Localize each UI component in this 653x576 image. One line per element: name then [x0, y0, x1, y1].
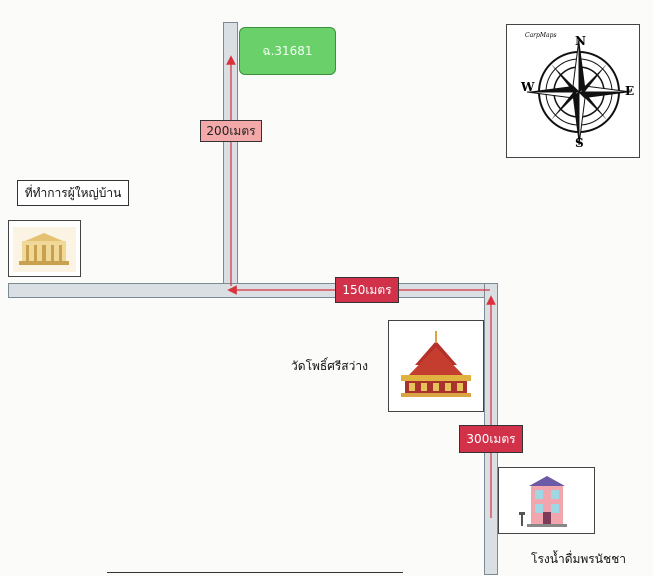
headman-office-label: ที่ทำการผู้ใหญ่บ้าน — [17, 180, 129, 206]
headman-office-picture — [8, 220, 81, 277]
compass-n: N — [575, 34, 586, 48]
compass-rose-icon: CarpMaps N S W E — [520, 32, 634, 150]
government-building-icon — [13, 227, 76, 272]
temple-label: วัดโพธิ์ศรีสว่าง — [291, 358, 368, 373]
water-factory-picture — [498, 467, 595, 534]
distance-north: 200เมตร — [200, 120, 262, 142]
distance-east-west: 150เมตร — [335, 277, 399, 303]
distance-south: 300เมตร — [459, 425, 523, 453]
temple-icon — [401, 331, 471, 397]
compass-box: CarpMaps N S W E — [506, 24, 640, 158]
temple-picture — [388, 320, 484, 412]
bottom-box-edge — [107, 572, 403, 576]
water-factory-label: โรงน้ำดื่มพรนัชชา — [531, 551, 626, 566]
house-icon — [519, 476, 567, 527]
compass-brand: CarpMaps — [525, 32, 557, 39]
compass-e: E — [625, 84, 634, 98]
start-marker: ฉ.31681 — [239, 27, 336, 75]
compass-s: S — [575, 136, 584, 150]
compass-w: W — [520, 80, 535, 94]
